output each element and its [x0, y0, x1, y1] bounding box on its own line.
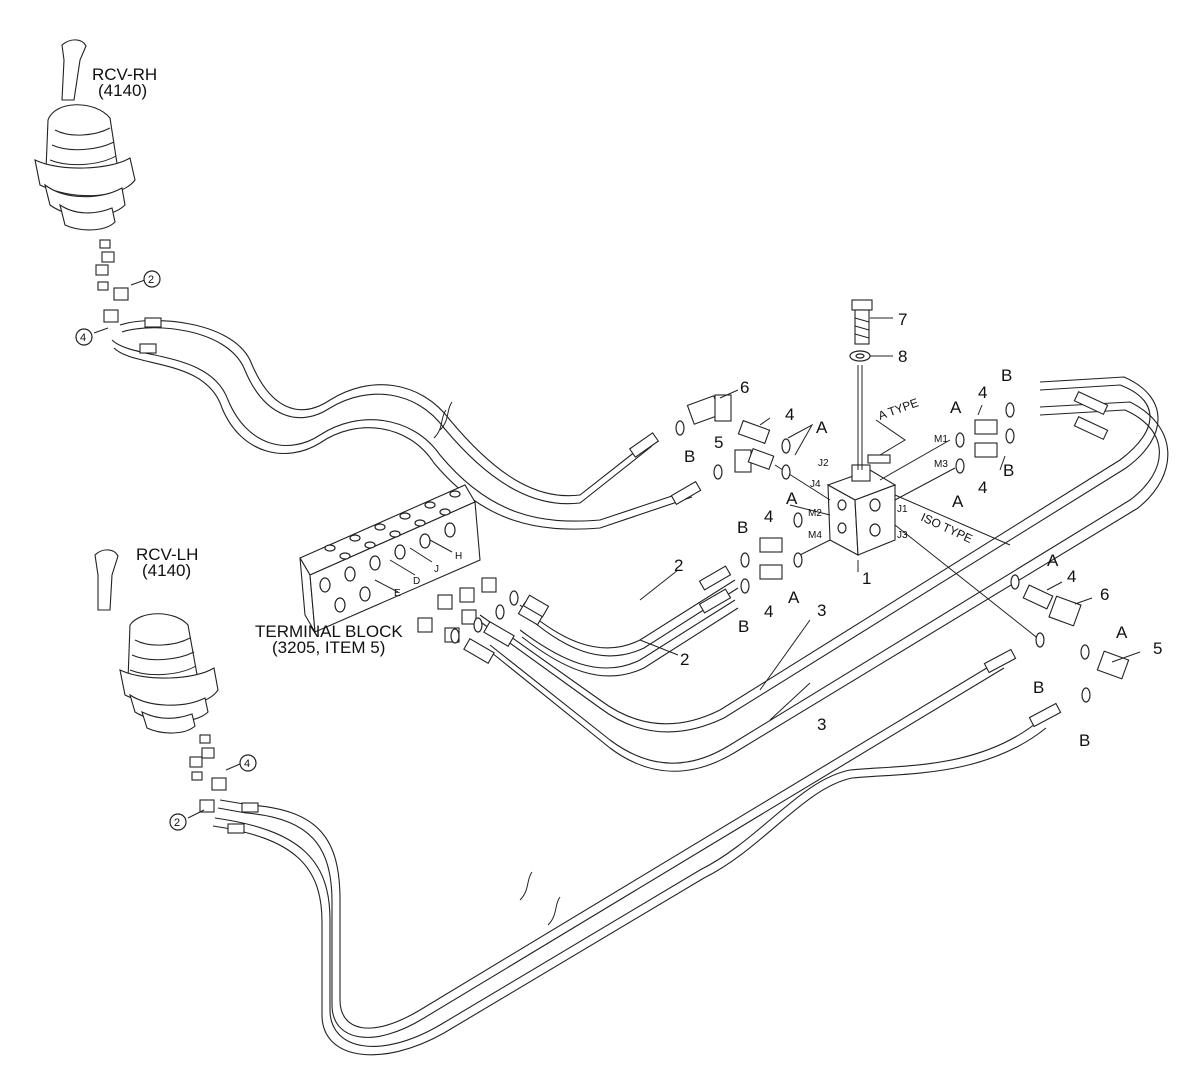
terminal-port-e: E: [394, 588, 401, 599]
terminal-block-ref: (3205, ITEM 5): [272, 638, 385, 657]
callout-1: 1: [862, 569, 871, 588]
hose-end-fittings: [139, 317, 1109, 834]
callout-a-m4: A: [788, 588, 800, 607]
hose-rcv-lh-to-valve: [212, 659, 1047, 1056]
svg-text:4: 4: [80, 332, 86, 344]
terminal-block-holes: [319, 490, 461, 613]
hoses-item-3: [479, 376, 1169, 772]
valve-port-j2: J2: [818, 458, 829, 469]
rcv-rh-label: RCV-RH: [92, 65, 157, 84]
circled-callout-2-lh: 2: [169, 813, 187, 831]
valve-a-type-label: A TYPE: [876, 395, 920, 422]
rcv-lh-joystick: [94, 549, 227, 813]
svg-text:2: 2: [148, 274, 154, 286]
svg-text:2: 2: [174, 817, 180, 829]
valve-iso-type-label: ISO TYPE: [919, 510, 975, 546]
callout-a-m3: A: [952, 492, 964, 511]
callout-2-lower: 2: [680, 650, 689, 669]
callout-b-top-right: B: [1001, 366, 1012, 385]
callout-4-right-lower: 4: [978, 478, 987, 497]
valve-port-m1: M1: [934, 434, 948, 445]
callout-b-lower-right: B: [1033, 678, 1044, 697]
rcv-rh-joystick: [34, 39, 136, 323]
callout-3-upper: 3: [817, 601, 826, 620]
valve-port-j1: J1: [897, 504, 908, 515]
callout-5-left: 5: [714, 433, 723, 452]
callout-4-mid-lower: 4: [764, 602, 773, 621]
valve-port-m2: M2: [808, 508, 822, 519]
callout-8: 8: [898, 347, 907, 366]
callout-7: 7: [898, 310, 907, 329]
callout-3-lower: 3: [817, 715, 826, 734]
hose-rcv-rh-to-valve: [111, 320, 693, 530]
callout-2-upper: 2: [674, 556, 683, 575]
washer-item-8: [849, 350, 871, 362]
callout-4-top-right: 4: [978, 383, 987, 402]
callout-b-mid-lower: B: [738, 617, 749, 636]
terminal-block: [299, 484, 481, 633]
callout-6-top: 6: [740, 378, 749, 397]
valve-port-m3: M3: [934, 459, 948, 470]
callout-a-m1: A: [950, 398, 962, 417]
callout-4-right: 4: [1067, 567, 1076, 586]
callout-4-top-mid: 4: [785, 405, 794, 424]
callout-b-left: B: [684, 447, 695, 466]
callout-b-right-mid: B: [1003, 461, 1014, 480]
valve-port-j3: J3: [897, 530, 908, 541]
terminal-block-fittings: [417, 577, 550, 664]
rcv-rh-code: (4140): [98, 81, 147, 100]
circled-callout-4-rh: 4: [75, 328, 93, 346]
valve-port-m4: M4: [808, 530, 822, 541]
callout-a-m2: A: [786, 489, 798, 508]
callout-a-top: A: [816, 418, 828, 437]
hoses-item-2: [519, 579, 739, 677]
selector-valve: [774, 365, 1041, 641]
callout-a-far-right: A: [1116, 623, 1128, 642]
terminal-port-j: J: [434, 564, 439, 575]
rcv-lh-label: RCV-LH: [136, 545, 198, 564]
hose-break-marks: [433, 401, 561, 926]
callout-6-right: 6: [1100, 585, 1109, 604]
bolt-item-7: [851, 299, 873, 345]
terminal-port-d: D: [413, 576, 420, 587]
circled-callout-2-rh: 2: [143, 270, 161, 288]
valve-fittings: [675, 394, 1130, 703]
terminal-block-label: TERMINAL BLOCK: [255, 622, 403, 641]
callout-a-right: A: [1047, 551, 1059, 570]
callout-5-right: 5: [1153, 639, 1162, 658]
circled-callout-4-lh: 4: [239, 754, 257, 772]
rcv-lh-code: (4140): [142, 561, 191, 580]
svg-text:4: 4: [244, 758, 250, 770]
terminal-port-h: H: [455, 551, 462, 562]
callout-4-mid-upper: 4: [764, 507, 773, 526]
callout-b-bottom-right: B: [1079, 731, 1090, 750]
callout-b-mid-upper: B: [737, 518, 748, 537]
valve-port-j4: J4: [810, 479, 821, 490]
leader-lines: [93, 279, 1141, 819]
